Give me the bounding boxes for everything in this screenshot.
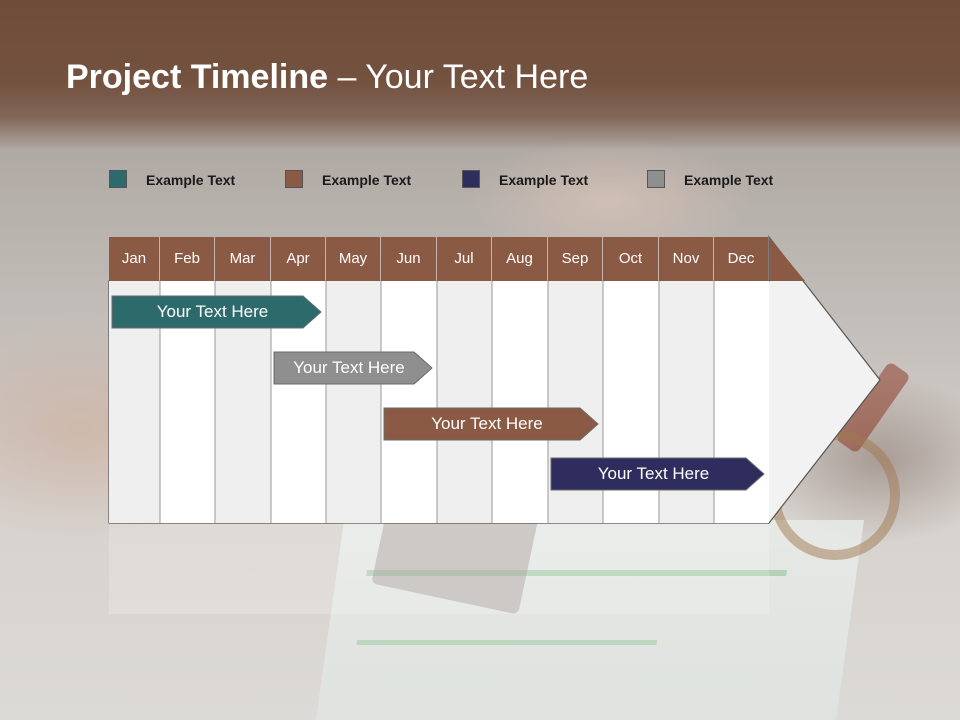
- task-bar-4: [550, 457, 765, 491]
- month-header-nov: Nov: [659, 237, 713, 281]
- title-band: [0, 0, 960, 150]
- task-label-1: Your Text Here: [156, 302, 269, 321]
- legend-swatch-3: [462, 170, 480, 188]
- legend-label-4: Example Text: [684, 172, 774, 188]
- month-header-sep: Sep: [548, 237, 602, 281]
- month-header-feb: Feb: [160, 237, 214, 281]
- month-header-dec: Dec: [714, 237, 768, 281]
- timeline-reflection: [109, 524, 769, 614]
- legend-label-1: Example Text: [146, 172, 236, 188]
- month-header-jun: Jun: [381, 237, 436, 281]
- title-bold: Project Timeline: [66, 58, 329, 96]
- task-bar-1: [111, 295, 322, 329]
- legend-label-2: Example Text: [322, 172, 412, 188]
- month-column-jul: [437, 281, 492, 523]
- month-column-jun: [381, 281, 437, 523]
- legend-swatch-1: [109, 170, 127, 188]
- month-header-may: May: [326, 237, 380, 281]
- legend-swatch-4: [647, 170, 665, 188]
- task-bars: [111, 295, 765, 491]
- month-header-apr: Apr: [271, 237, 325, 281]
- month-header-oct: Oct: [603, 237, 658, 281]
- month-header-jul: Jul: [437, 237, 491, 281]
- month-column-may: [326, 281, 381, 523]
- header-tip: [769, 237, 805, 281]
- task-bar-2: [273, 351, 433, 385]
- task-label-4: Your Text Here: [597, 464, 710, 483]
- slide-title: Project Timeline – Your Text Here: [66, 58, 588, 97]
- task-label-2: Your Text Here: [293, 358, 405, 377]
- task-label-3: Your Text Here: [431, 414, 543, 433]
- month-header-aug: Aug: [492, 237, 547, 281]
- legend-label-3: Example Text: [499, 172, 589, 188]
- month-header-jan: Jan: [109, 237, 159, 281]
- legend-swatch-2: [285, 170, 303, 188]
- month-column-aug: [492, 281, 548, 523]
- month-header-mar: Mar: [215, 237, 270, 281]
- title-rest: – Your Text Here: [328, 58, 589, 96]
- task-bar-3: [383, 407, 599, 441]
